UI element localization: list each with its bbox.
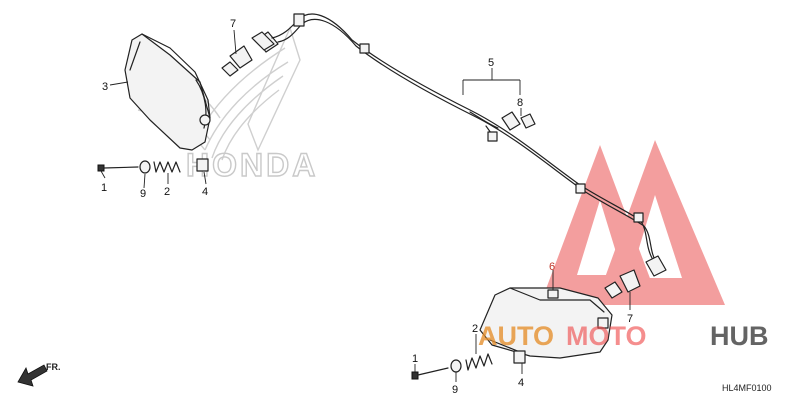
spring-upper <box>153 161 181 173</box>
bulb-socket-upper <box>221 31 279 77</box>
direction-label: FR. <box>46 362 61 372</box>
label-part-5: 5 <box>488 57 494 69</box>
headlight-lower <box>479 287 613 359</box>
label-part-3: 3 <box>102 81 108 93</box>
spring-lower <box>465 353 493 371</box>
label-part-4-upper: 4 <box>202 186 208 198</box>
label-part-7-upper: 7 <box>230 18 236 30</box>
warning-triangle-icon <box>540 140 725 305</box>
watermark-auto: AUTO <box>478 321 554 351</box>
connector <box>501 111 536 131</box>
nut-upper <box>196 158 209 172</box>
label-part-6: 6 <box>549 261 555 273</box>
bolt-upper <box>97 164 139 172</box>
washer-upper <box>139 160 151 174</box>
label-part-7-lower: 7 <box>627 313 633 325</box>
label-part-2-lower: 2 <box>472 323 478 335</box>
watermark-text: AUTO MOTO HUB <box>478 321 769 351</box>
label-part-1-upper: 1 <box>101 182 107 194</box>
headlight-upper <box>124 33 211 151</box>
label-part-9-upper: 9 <box>140 188 146 200</box>
label-part-2-upper: 2 <box>164 186 170 198</box>
front-arrow-icon: FR. <box>17 362 61 387</box>
bolt-lower <box>411 367 449 380</box>
diagram-code: HL4MF0100 <box>722 383 772 393</box>
label-part-9-lower: 9 <box>452 384 458 396</box>
leader-lines <box>100 29 631 382</box>
watermark-moto: MOTO <box>566 321 647 351</box>
label-part-1-lower: 1 <box>412 353 418 365</box>
wire-harness <box>251 13 657 263</box>
label-part-4-lower: 4 <box>518 377 524 389</box>
bulb-socket-lower <box>604 255 667 299</box>
watermark-hub: HUB <box>710 321 769 351</box>
nut-lower <box>513 350 526 364</box>
label-part-8: 8 <box>517 97 523 109</box>
washer-lower <box>450 359 462 373</box>
